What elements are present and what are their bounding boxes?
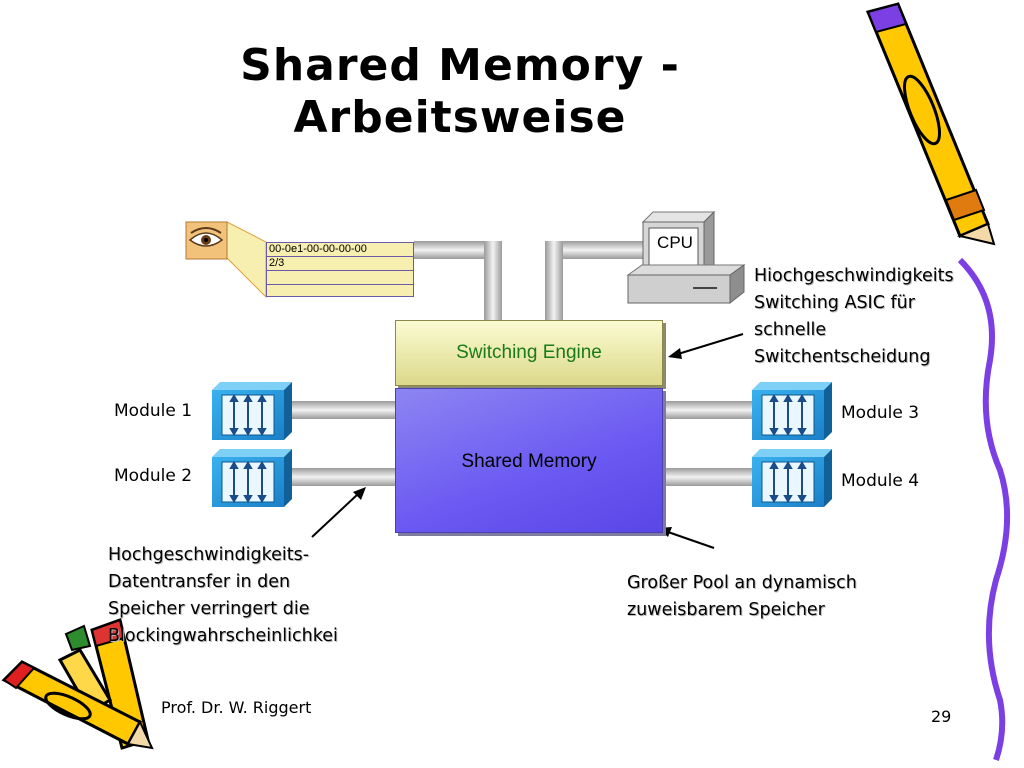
note-line: Hochgeschwindigkeits- (108, 545, 310, 565)
note-switching-asic: Hiochgeschwindigkeits Switching ASIC für… (754, 263, 954, 371)
switching-engine-label: Switching Engine (456, 342, 602, 363)
module-4-label: Module 4 (841, 471, 920, 491)
module-2-icon (212, 449, 292, 507)
module-4-icon (752, 449, 832, 507)
note-high-speed-transfer: Hochgeschwindigkeits- Datentransfer in d… (108, 542, 338, 650)
address-table-row: 2/3 (267, 257, 413, 271)
footer-author: Prof. Dr. W. Riggert (161, 698, 312, 717)
page-number: 29 (931, 707, 952, 726)
note-line: Speicher verringert die (108, 599, 310, 619)
address-table-row: 00-0e1-00-00-00-00 (267, 243, 413, 257)
cpu-label: CPU (657, 233, 693, 252)
pencil-top-right-icon (865, 2, 1011, 761)
address-table-row (267, 285, 413, 298)
address-table-row (267, 271, 413, 285)
note-line: Switching ASIC für (754, 293, 915, 313)
note-line: Blockingwahrscheinlichkei (108, 626, 338, 646)
module-3-icon (752, 382, 832, 440)
address-table: 00-0e1-00-00-00-00 2/3 (266, 242, 414, 297)
module-1-label: Module 1 (114, 401, 193, 421)
note-line: Switchentscheidung (754, 347, 931, 367)
note-line: zuweisbarem Speicher (627, 600, 825, 620)
callout-arrows (311, 333, 744, 549)
eye-icon (185, 221, 267, 299)
pencil-bottom-left-icon (1, 618, 154, 750)
note-line: Datentransfer in den (108, 572, 291, 592)
module-1-icon (212, 382, 292, 440)
connection-pipes (290, 241, 754, 486)
note-line: Großer Pool an dynamisch (627, 573, 857, 593)
slide-title-line2: Arbeitsweise (293, 92, 627, 143)
switching-engine-box: Switching Engine (395, 320, 663, 386)
shared-memory-box: Shared Memory (395, 388, 663, 533)
note-line: schnelle (754, 320, 827, 340)
slide-title: Shared Memory - Arbeitsweise (150, 40, 770, 144)
cpu-computer-icon (626, 210, 746, 305)
shared-memory-label: Shared Memory (461, 451, 597, 472)
slide-title-line1: Shared Memory - (240, 40, 680, 91)
module-2-label: Module 2 (114, 466, 193, 486)
note-line: Hiochgeschwindigkeits (754, 266, 954, 286)
note-memory-pool: Großer Pool an dynamisch zuweisbarem Spe… (627, 570, 857, 624)
module-3-label: Module 3 (841, 403, 920, 423)
